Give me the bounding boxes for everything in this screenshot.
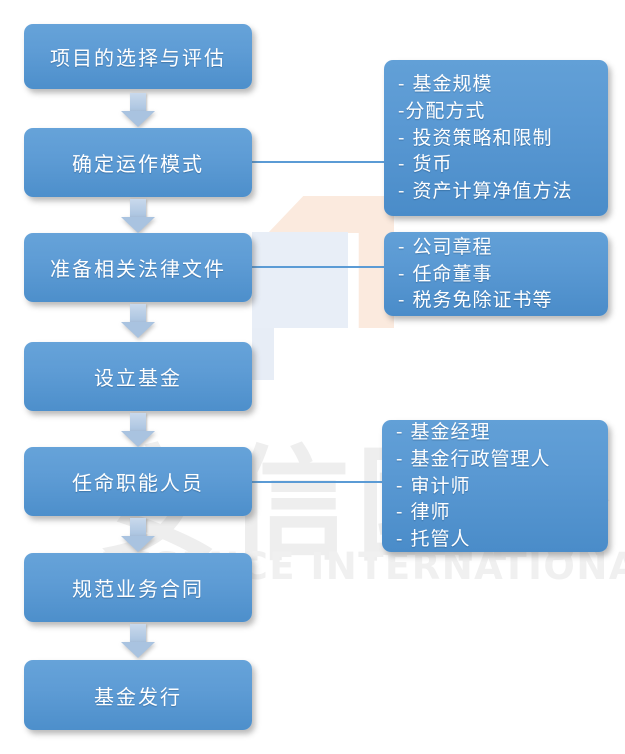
flow-node-label: 设立基金: [94, 366, 182, 390]
arrow-head: [121, 322, 155, 338]
arrow-head: [121, 642, 155, 658]
connector-step5-to-detail-appointed-personnel: [252, 481, 386, 483]
arrow-head: [121, 111, 155, 127]
arrow-down-icon-3: [121, 304, 155, 338]
arrow-shaft: [130, 518, 146, 537]
arrow-shaft: [130, 304, 146, 323]
detail-item: - 公司章程: [398, 235, 493, 258]
arrow-head: [121, 431, 155, 447]
flow-node-label: 项目的选择与评估: [50, 46, 226, 70]
detail-panel-operating-mode[interactable]: - 基金规模 -分配方式 - 投资策略和限制 - 货币 - 资产计算净值方法: [384, 60, 608, 216]
connector-step2-to-detail-operating-mode: [252, 161, 386, 163]
arrow-down-icon-6: [121, 624, 155, 658]
flow-node-step-5[interactable]: 任命职能人员: [24, 447, 252, 516]
detail-item: - 基金规模: [398, 72, 493, 95]
flow-node-step-4[interactable]: 设立基金: [24, 342, 252, 411]
flow-node-label: 确定运作模式: [72, 152, 204, 176]
detail-item: - 托管人: [396, 528, 471, 551]
flow-node-step-2[interactable]: 确定运作模式: [24, 128, 252, 197]
arrow-shaft: [130, 624, 146, 643]
flow-node-label: 基金发行: [94, 684, 182, 709]
arrow-head: [121, 217, 155, 233]
connector-step3-to-detail-legal-documents: [252, 266, 386, 268]
flow-node-step-7[interactable]: 基金发行: [24, 660, 252, 730]
arrow-head: [121, 536, 155, 552]
arrow-down-icon-5: [121, 518, 155, 552]
flow-node-label: 规范业务合同: [72, 577, 204, 601]
arrow-shaft: [130, 199, 146, 218]
flow-node-step-3[interactable]: 准备相关法律文件: [24, 233, 252, 302]
flow-node-label: 准备相关法律文件: [50, 257, 226, 281]
detail-item: - 律师: [396, 501, 451, 524]
detail-panel-legal-documents[interactable]: - 公司章程 - 任命董事 - 税务免除证书等: [384, 232, 608, 316]
detail-item: -分配方式: [398, 99, 486, 122]
flow-node-step-6[interactable]: 规范业务合同: [24, 553, 252, 622]
detail-item: - 税务免除证书等: [398, 289, 553, 312]
detail-panel-appointed-personnel[interactable]: - 基金经理 - 基金行政管理人 - 审计师 - 律师 - 托管人: [382, 420, 608, 552]
detail-item: - 审计师: [396, 474, 471, 497]
flow-node-label: 任命职能人员: [72, 471, 204, 495]
detail-item: - 任命董事: [398, 262, 493, 285]
detail-item: - 投资策略和限制: [398, 126, 553, 149]
detail-item: - 基金经理: [396, 420, 491, 443]
arrow-down-icon-1: [121, 93, 155, 127]
arrow-down-icon-4: [121, 413, 155, 447]
arrow-down-icon-2: [121, 199, 155, 233]
detail-item: - 资产计算净值方法: [398, 180, 573, 203]
detail-item: - 基金行政管理人: [396, 447, 551, 470]
detail-item: - 货币: [398, 153, 453, 176]
arrow-shaft: [130, 93, 146, 112]
arrow-shaft: [130, 413, 146, 432]
flow-node-step-1[interactable]: 项目的选择与评估: [24, 24, 252, 89]
